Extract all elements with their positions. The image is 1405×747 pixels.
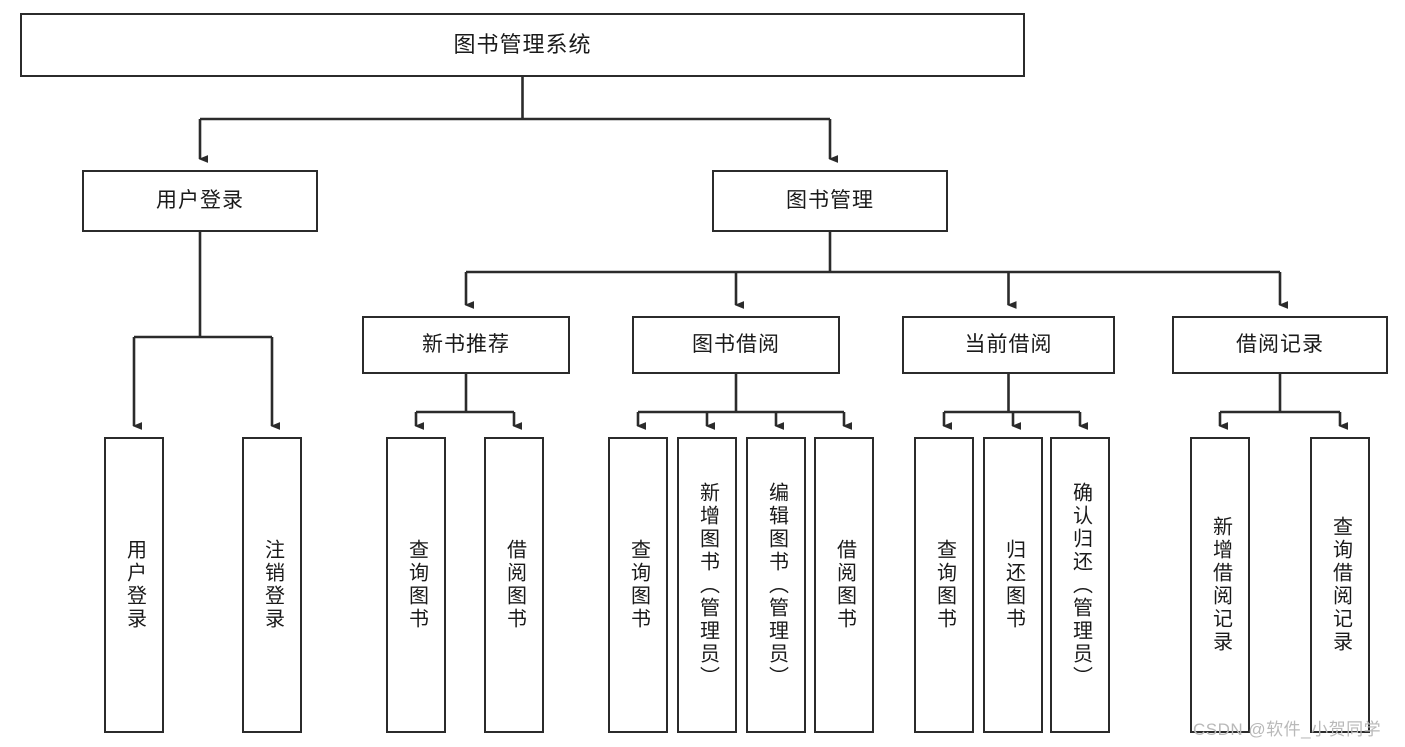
node-leaf-query-record[interactable]: 查询借阅记录 [1310, 437, 1370, 733]
node-leaf-return-book[interactable]: 归还图书 [983, 437, 1043, 733]
node-label: 确认归还（管理员） [1069, 481, 1092, 689]
node-book-management[interactable]: 图书管理 [712, 170, 948, 232]
node-label: 借阅图书 [833, 539, 856, 631]
connector-lines [132, 77, 1340, 426]
node-label: 编辑图书（管理员） [765, 481, 788, 689]
node-user-login[interactable]: 用户登录 [82, 170, 318, 232]
node-leaf-borrow-book-1[interactable]: 借阅图书 [484, 437, 544, 733]
node-label: 用户登录 [123, 539, 146, 631]
node-root[interactable]: 图书管理系统 [20, 13, 1025, 77]
node-label: 归还图书 [1002, 539, 1025, 631]
node-label: 借阅记录 [1236, 332, 1324, 356]
node-label: 图书管理 [786, 188, 874, 212]
node-label: 查询图书 [405, 539, 428, 631]
node-new-book-recommend[interactable]: 新书推荐 [362, 316, 570, 374]
node-leaf-confirm-return[interactable]: 确认归还（管理员） [1050, 437, 1110, 733]
node-leaf-add-book[interactable]: 新增图书（管理员） [677, 437, 737, 733]
csdn-watermark: CSDN @软件_小贺同学 [1193, 720, 1382, 739]
node-leaf-edit-book[interactable]: 编辑图书（管理员） [746, 437, 806, 733]
node-label: 用户登录 [156, 188, 244, 212]
node-label: 借阅图书 [503, 539, 526, 631]
node-borrow-record[interactable]: 借阅记录 [1172, 316, 1388, 374]
node-leaf-add-record[interactable]: 新增借阅记录 [1190, 437, 1250, 733]
node-label: 图书借阅 [692, 332, 780, 356]
node-label: 查询借阅记录 [1329, 516, 1352, 654]
node-label: 查询图书 [933, 539, 956, 631]
node-label: 当前借阅 [964, 332, 1053, 356]
node-label: 注销登录 [261, 539, 284, 631]
node-label: 新增借阅记录 [1209, 516, 1232, 654]
node-leaf-user-login[interactable]: 用户登录 [104, 437, 164, 733]
node-label: 查询图书 [627, 539, 650, 631]
node-book-borrow[interactable]: 图书借阅 [632, 316, 840, 374]
node-leaf-logout[interactable]: 注销登录 [242, 437, 302, 733]
node-leaf-query-book-2[interactable]: 查询图书 [608, 437, 668, 733]
node-leaf-query-book-1[interactable]: 查询图书 [386, 437, 446, 733]
node-label: 新书推荐 [422, 332, 510, 356]
node-label: 新增图书（管理员） [696, 481, 719, 689]
node-leaf-query-book-3[interactable]: 查询图书 [914, 437, 974, 733]
node-current-borrow[interactable]: 当前借阅 [902, 316, 1115, 374]
node-leaf-borrow-book-2[interactable]: 借阅图书 [814, 437, 874, 733]
node-label: 图书管理系统 [453, 32, 592, 58]
